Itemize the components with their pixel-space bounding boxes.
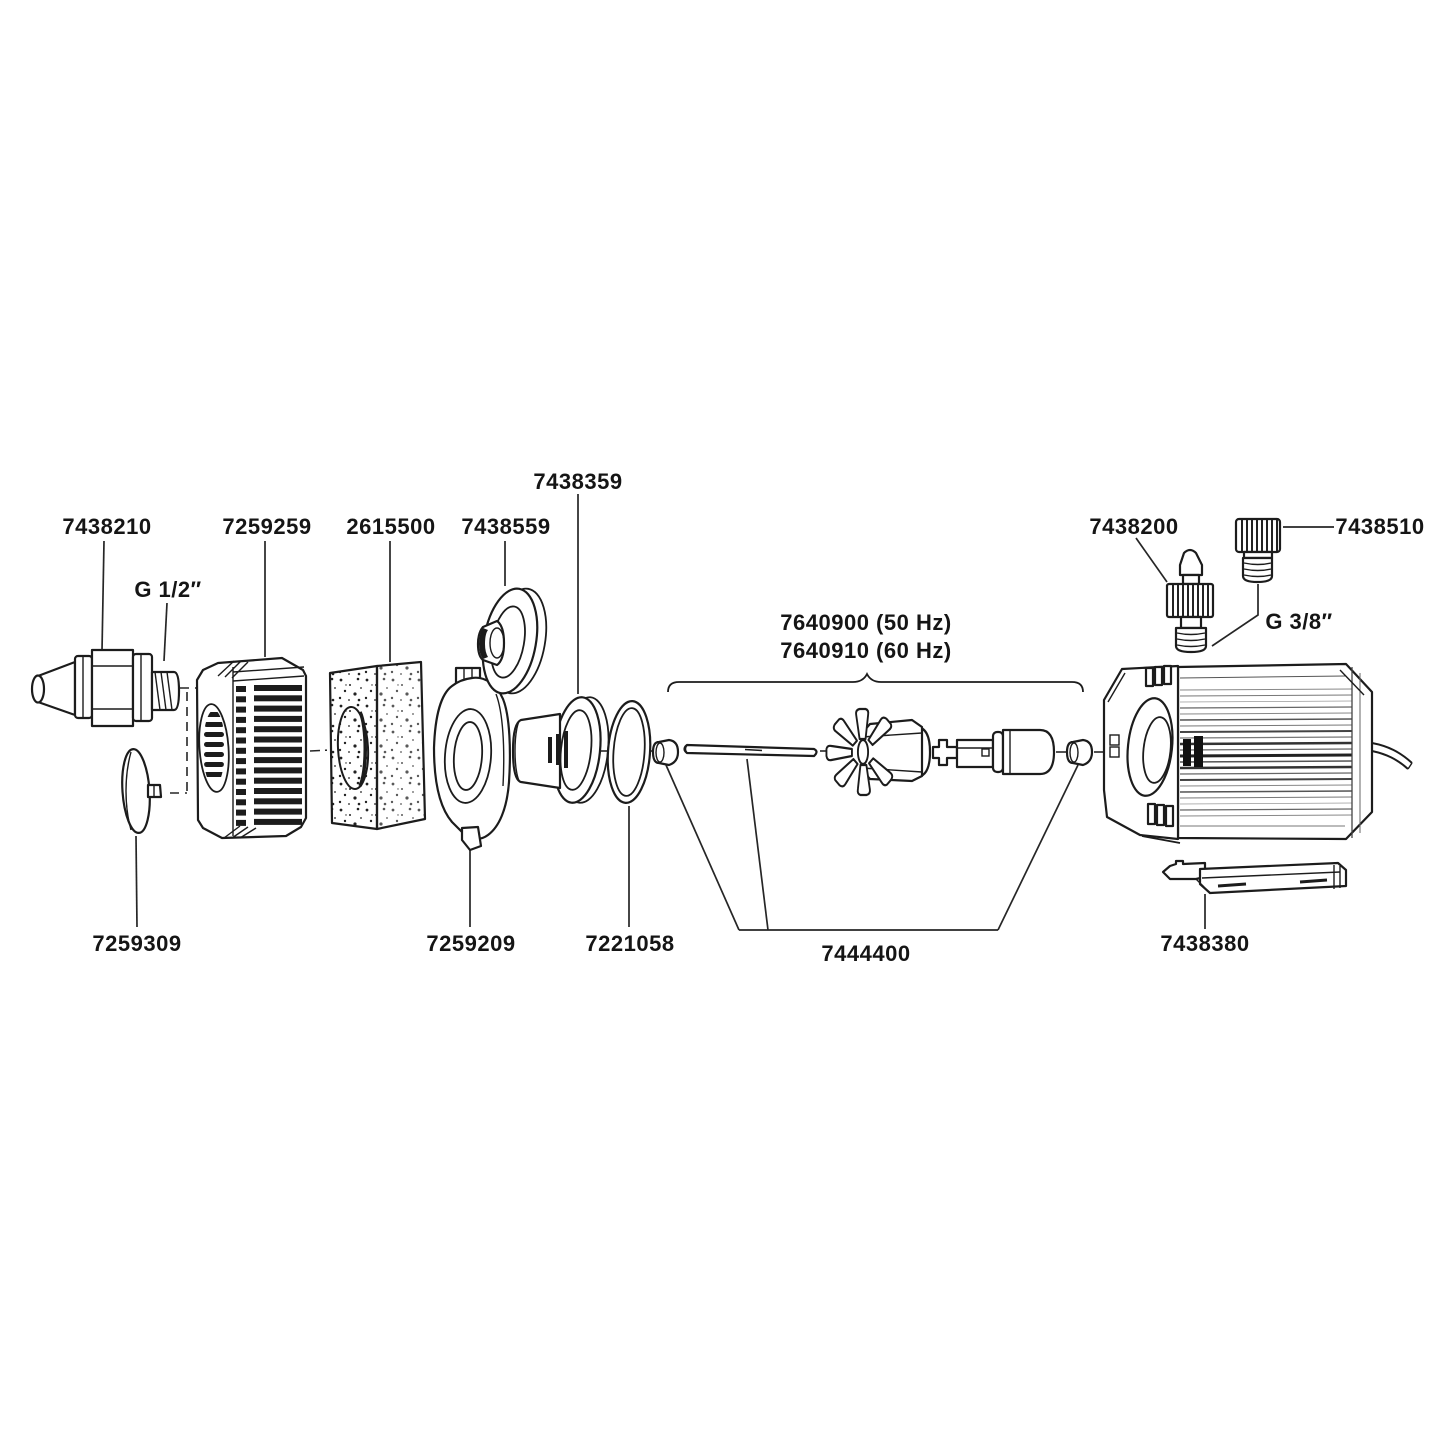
part-7221058-sealing-ring: [606, 700, 652, 804]
part-7259309-cover-disc: [121, 747, 163, 835]
label-2615500: 2615500: [346, 514, 435, 539]
label-7221058: 7221058: [585, 931, 674, 956]
part-7438210-tap-connector: [30, 648, 181, 728]
label-7438510: 7438510: [1335, 514, 1424, 539]
part-7259209-cover-insert: [432, 666, 512, 852]
label-7438200: 7438200: [1089, 514, 1178, 539]
label-thread-g38: G 3/8″: [1265, 609, 1332, 634]
part-7438559-outlet-nozzle: [476, 587, 548, 695]
left-bushing: [651, 738, 680, 767]
body-label-stripe: [1194, 736, 1203, 767]
part-7438510-sealing-cap: [1234, 517, 1282, 584]
part-7438200-hose-nozzle: [1165, 548, 1215, 654]
right-bushing: [1065, 738, 1094, 767]
label-7438380: 7438380: [1160, 931, 1249, 956]
label-7444400: 7444400: [821, 941, 910, 966]
label-7438210: 7438210: [62, 514, 151, 539]
body-shading: [1179, 675, 1353, 827]
label-7438359: 7438359: [533, 469, 622, 494]
impeller-and-rotor: [825, 707, 1056, 797]
grille-slats: [236, 685, 302, 826]
power-cord: [1371, 742, 1413, 770]
part-7438380-mounting-bracket: [1161, 859, 1348, 895]
label-7640900-50hz: 7640900 (50 Hz): [780, 610, 951, 635]
bottom-clips: [1146, 802, 1175, 828]
label-7259309: 7259309: [92, 931, 181, 956]
leader-lines: [101, 494, 1334, 931]
label-thread-g12: G 1/2″: [134, 577, 201, 602]
top-clips: [1144, 664, 1173, 688]
part-7259259-pump-cover: [195, 656, 308, 840]
label-7259259: 7259259: [222, 514, 311, 539]
label-7640910-60hz: 7640910 (60 Hz): [780, 638, 951, 663]
part-2615500-filter-foam: [328, 660, 427, 831]
part-7444400-shaft-and-bushings: [651, 738, 1094, 767]
labels: 7438210 7259259 2615500 7438559 7438359 …: [62, 469, 1424, 966]
body-label-stripe: [1183, 739, 1191, 766]
label-7259209: 7259209: [426, 931, 515, 956]
part-7438359-intake-strainer: [511, 696, 610, 804]
impeller-blades: [825, 707, 894, 797]
part-7640900-pump-body: [1102, 662, 1413, 844]
label-7438559: 7438559: [461, 514, 550, 539]
assembly-brace: [667, 671, 1084, 693]
